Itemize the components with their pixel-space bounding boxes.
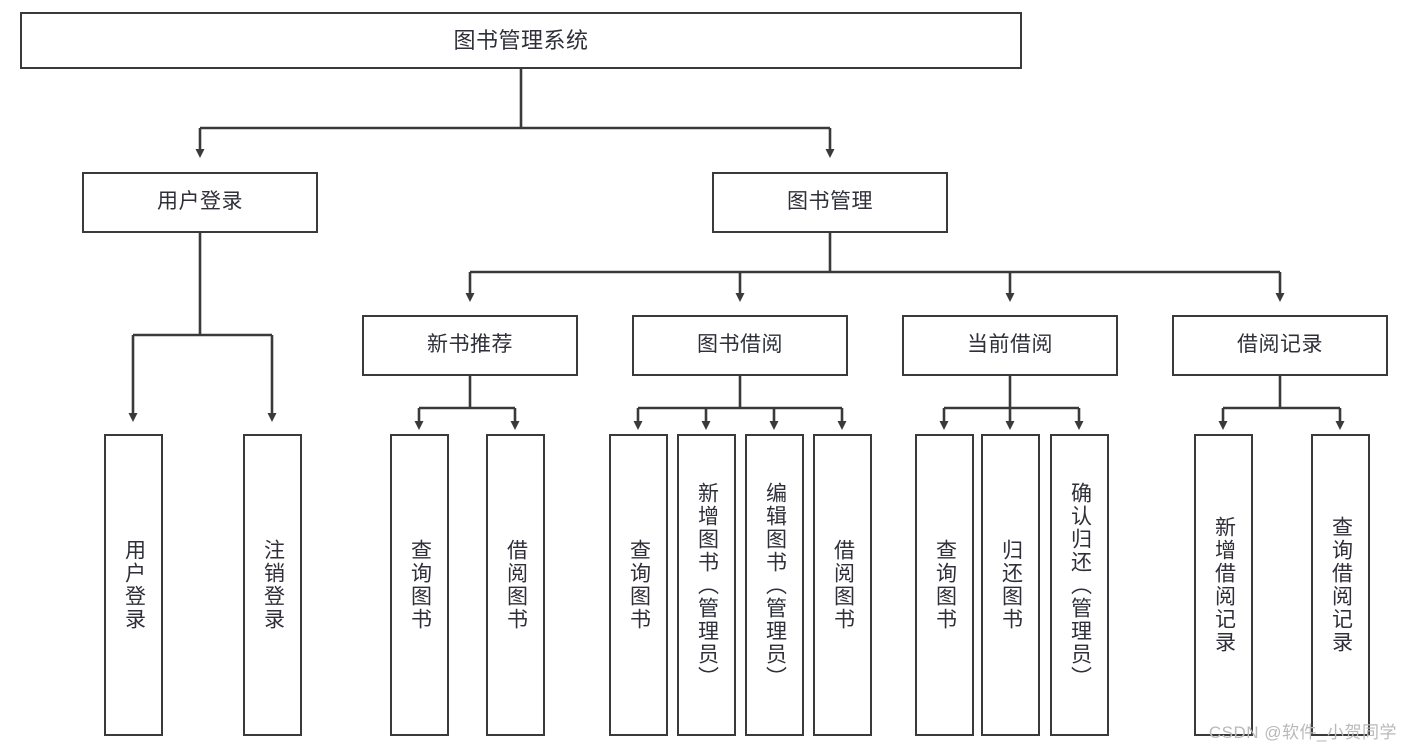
node-label: 图书管理 bbox=[787, 190, 873, 214]
node-label: 新书推荐 bbox=[427, 333, 513, 357]
node-label: 注销登录 bbox=[261, 539, 285, 631]
node-label: 查询图书 bbox=[408, 539, 432, 631]
leaf-borrow-edit-book-admin[interactable]: 编辑图书（管理员） bbox=[745, 434, 804, 736]
node-label: 归还图书 bbox=[999, 539, 1023, 631]
node-label: 借阅记录 bbox=[1237, 333, 1323, 357]
leaf-current-query-book[interactable]: 查询图书 bbox=[915, 434, 974, 736]
leaf-current-return-book[interactable]: 归还图书 bbox=[981, 434, 1040, 736]
leaf-borrow-borrow-book[interactable]: 借阅图书 bbox=[813, 434, 872, 736]
node-label: 新增图书（管理员） bbox=[695, 481, 719, 689]
node-label: 新增借阅记录 bbox=[1212, 516, 1236, 654]
node-label: 查询借阅记录 bbox=[1329, 516, 1353, 654]
node-label: 用户登录 bbox=[157, 190, 243, 214]
node-label: 图书管理系统 bbox=[453, 27, 589, 53]
node-label: 当前借阅 bbox=[967, 333, 1053, 357]
leaf-new-book-borrow[interactable]: 借阅图书 bbox=[486, 434, 545, 736]
node-book-management[interactable]: 图书管理 bbox=[712, 172, 948, 233]
leaf-borrow-query-book[interactable]: 查询图书 bbox=[609, 434, 668, 736]
node-label: 图书借阅 bbox=[697, 333, 783, 357]
leaf-user-login-signin[interactable]: 用户登录 bbox=[104, 434, 163, 736]
node-label: 查询图书 bbox=[933, 539, 957, 631]
leaf-user-login-signout[interactable]: 注销登录 bbox=[243, 434, 302, 736]
node-label: 用户登录 bbox=[122, 539, 146, 631]
node-book-borrowing[interactable]: 图书借阅 bbox=[632, 315, 848, 376]
node-label: 编辑图书（管理员） bbox=[763, 481, 787, 689]
node-user-login[interactable]: 用户登录 bbox=[82, 172, 318, 233]
node-current-borrowing[interactable]: 当前借阅 bbox=[902, 315, 1118, 376]
node-borrow-records[interactable]: 借阅记录 bbox=[1172, 315, 1388, 376]
node-label: 借阅图书 bbox=[504, 539, 528, 631]
leaf-record-add-record[interactable]: 新增借阅记录 bbox=[1194, 434, 1253, 736]
node-new-book-recommendation[interactable]: 新书推荐 bbox=[362, 315, 578, 376]
node-root-system[interactable]: 图书管理系统 bbox=[20, 12, 1022, 69]
node-label: 借阅图书 bbox=[831, 539, 855, 631]
watermark-text: CSDN @软件_小贺同学 bbox=[1208, 723, 1397, 742]
leaf-current-confirm-return-admin[interactable]: 确认归还（管理员） bbox=[1050, 434, 1109, 736]
leaf-new-book-query[interactable]: 查询图书 bbox=[390, 434, 449, 736]
leaf-borrow-add-book-admin[interactable]: 新增图书（管理员） bbox=[677, 434, 736, 736]
leaf-record-query-record[interactable]: 查询借阅记录 bbox=[1311, 434, 1370, 736]
node-label: 确认归还（管理员） bbox=[1068, 481, 1092, 689]
node-label: 查询图书 bbox=[627, 539, 651, 631]
